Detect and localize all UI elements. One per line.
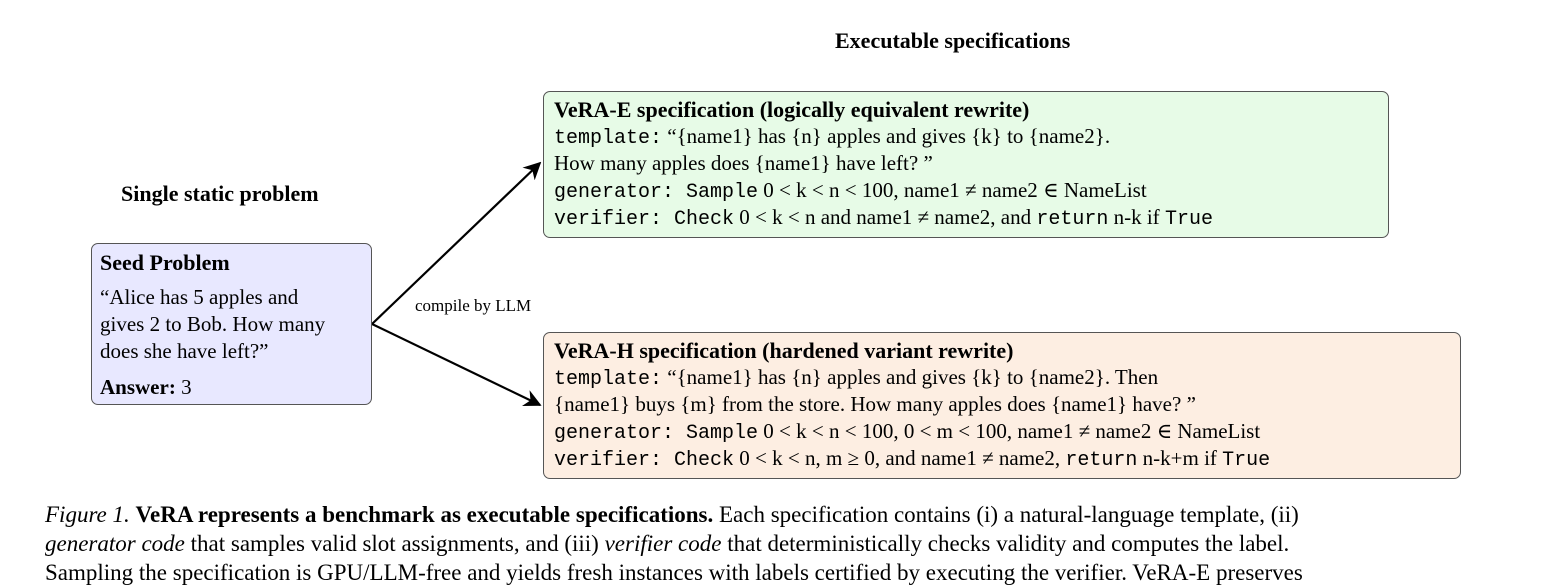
template-text: “{name1} has {n} apples and gives {k} to… — [662, 365, 1159, 389]
true-keyword: True — [1164, 208, 1213, 231]
verifier-text: 0 < k < n and name1 ≠ name2, and — [739, 205, 1032, 229]
caption-text: that deterministically checks validity a… — [727, 531, 1290, 556]
seed-problem-line: “Alice has 5 apples and — [100, 285, 299, 309]
caption-text: Each specification contains (i) a natura… — [718, 502, 1299, 527]
answer-value: 3 — [181, 375, 192, 399]
vera-h-template-line: template: “{name1} has {n} apples and gi… — [554, 363, 1158, 394]
true-keyword: True — [1222, 449, 1271, 472]
figure-caption-line-1: Figure 1. VeRA represents a benchmark as… — [45, 500, 1299, 529]
seed-problem-line: does she have left?” — [100, 339, 269, 363]
seed-problem-box: Seed Problem “Alice has 5 apples and giv… — [91, 243, 372, 405]
template-key: template: — [554, 127, 663, 150]
verifier-result: n-k if — [1113, 205, 1160, 229]
generator-text: 0 < k < n < 100, name1 ≠ name2 ∈ NameLis… — [763, 178, 1147, 202]
generator-key: generator: Sample — [554, 422, 759, 445]
caption-bold-title: VeRA represents a benchmark as executabl… — [135, 502, 714, 527]
verifier-result: n-k+m if — [1142, 446, 1217, 470]
compile-by-llm-label: compile by LLM — [415, 296, 532, 315]
template-key: template: — [554, 368, 663, 391]
vera-e-generator-line: generator: Sample 0 < k < n < 100, name1… — [554, 176, 1147, 207]
caption-italic-verifier: verifier code — [604, 531, 722, 556]
caption-text: that samples valid slot assignments, and… — [190, 531, 599, 556]
arrow-to-vera-e — [371, 161, 542, 325]
vera-h-template-line-2: {name1} buys {m} from the store. How man… — [554, 392, 1196, 416]
arrow-to-vera-h — [371, 323, 542, 407]
seed-problem-title: Seed Problem — [100, 250, 230, 275]
vera-e-title: VeRA-E specification (logically equivale… — [554, 97, 1030, 122]
vera-h-specification-box: VeRA-H specification (hardened variant r… — [543, 332, 1461, 479]
single-static-problem-header: Single static problem — [121, 181, 319, 206]
seed-answer: Answer: 3 — [100, 373, 192, 401]
figure-caption-line-3: Sampling the specification is GPU/LLM-fr… — [45, 560, 1303, 585]
figure-caption-line-2: generator code that samples valid slot a… — [45, 529, 1289, 558]
verifier-key: verifier: Check — [554, 208, 735, 231]
return-keyword: return — [1036, 208, 1109, 231]
figure-label: Figure 1. — [45, 502, 130, 527]
vera-h-verifier-line: verifier: Check 0 < k < n, m ≥ 0, and na… — [554, 444, 1270, 475]
return-keyword: return — [1065, 449, 1138, 472]
generator-text: 0 < k < n < 100, 0 < m < 100, name1 ≠ na… — [763, 419, 1261, 443]
verifier-text: 0 < k < n, m ≥ 0, and name1 ≠ name2, — [739, 446, 1061, 470]
vera-e-verifier-line: verifier: Check 0 < k < n and name1 ≠ na… — [554, 203, 1213, 234]
vera-e-template-line-2: How many apples does {name1} have left? … — [554, 151, 933, 175]
generator-key: generator: Sample — [554, 181, 759, 204]
vera-h-generator-line: generator: Sample 0 < k < n < 100, 0 < m… — [554, 417, 1260, 448]
vera-e-template-line: template: “{name1} has {n} apples and gi… — [554, 122, 1110, 153]
template-text: “{name1} has {n} apples and gives {k} to… — [662, 124, 1111, 148]
executable-specifications-header: Executable specifications — [835, 28, 1071, 53]
seed-problem-line: gives 2 to Bob. How many — [100, 312, 326, 336]
vera-h-title: VeRA-H specification (hardened variant r… — [554, 338, 1014, 363]
answer-label: Answer: — [100, 375, 176, 399]
vera-e-specification-box: VeRA-E specification (logically equivale… — [543, 91, 1389, 238]
verifier-key: verifier: Check — [554, 449, 735, 472]
arrows — [371, 161, 542, 407]
caption-italic-generator: generator code — [45, 531, 185, 556]
